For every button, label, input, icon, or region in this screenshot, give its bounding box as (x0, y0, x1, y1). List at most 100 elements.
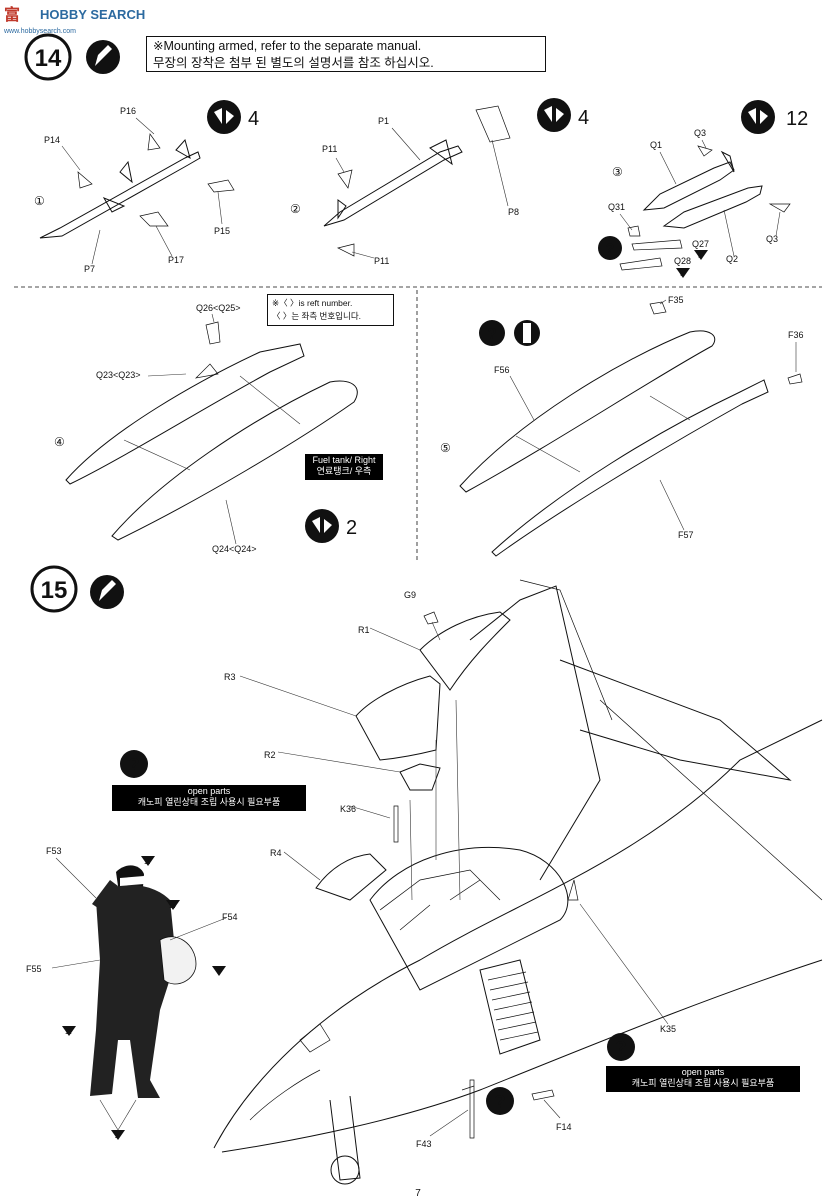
option-icon: ? (598, 236, 622, 260)
step14-number-badge: 14 (24, 33, 72, 81)
svg-text:15: 15 (41, 577, 68, 604)
open-parts-label-en: open parts (681, 1067, 725, 1077)
svg-text:P17: P17 (168, 255, 184, 265)
fuel-tank-label-en: Fuel tank/ Right (312, 455, 376, 465)
svg-text:Q3: Q3 (766, 234, 778, 244)
quantity-count: 2 (346, 517, 357, 539)
svg-text:P11: P11 (322, 144, 337, 154)
open-parts-label-kr: 캐노피 열린상태 조립 사용시 필요부품 (137, 797, 281, 807)
missile-assembly-2: ② P1 P11 P8 P11 (290, 105, 519, 266)
svg-text:P1: P1 (378, 116, 389, 126)
svg-text:?: ? (616, 1038, 627, 1058)
watermark-glyph: 富 (4, 5, 20, 24)
missile-assembly-1: ① P16 P14 P15 P7 P17 (34, 106, 235, 274)
step15-number-badge: 15 (30, 565, 78, 613)
svg-text:Q3: Q3 (694, 128, 706, 138)
fuel-tank-left-assembly: ⑤ F35 F36 F56 F57 (440, 295, 804, 557)
svg-text:Q28: Q28 (674, 256, 691, 266)
svg-text:R4: R4 (270, 848, 282, 858)
svg-text:14: 14 (169, 904, 176, 910)
svg-text:①: ① (34, 194, 45, 208)
svg-text:Q26<Q25>: Q26<Q25> (196, 303, 241, 313)
left-number-note-line1: ※〈 〉is reft number. (272, 298, 353, 308)
quantity-count: 4 (248, 108, 259, 130)
svg-text:Q2: Q2 (726, 254, 738, 264)
svg-text:F14: F14 (556, 1122, 572, 1132)
page-number: 7 (415, 1188, 421, 1199)
svg-text:P15: P15 (214, 226, 230, 236)
svg-text:?: ? (487, 326, 497, 343)
arming-note-en: ※Mounting armed, refer to the separate m… (153, 39, 422, 53)
svg-text:F53: F53 (46, 846, 62, 856)
option-icon: ? (479, 320, 505, 346)
svg-text:F36: F36 (788, 330, 804, 340)
one-side-icon (514, 320, 540, 346)
svg-text:⑤: ⑤ (440, 441, 451, 455)
svg-text:5: 5 (680, 271, 684, 278)
svg-text:?: ? (495, 1092, 506, 1112)
fuel-tank-label: Fuel tank/ Right 연료탱크/ 우측 (305, 454, 383, 480)
svg-text:14: 14 (35, 45, 62, 72)
glue-icon (86, 40, 120, 74)
pair-icon (207, 100, 241, 134)
svg-text:R1: R1 (358, 625, 370, 635)
pair-icon (741, 100, 775, 134)
open-parts-label-en: open parts (187, 786, 231, 796)
paint-badge: 5 5 (676, 250, 708, 278)
open-parts-label: open parts 캐노피 열린상태 조립 사용시 필요부품 (606, 1066, 800, 1092)
svg-text:F43: F43 (416, 1139, 432, 1149)
left-number-note-line2: 〈 〉는 좌측 번호입니다. (272, 311, 362, 321)
svg-text:Q31: Q31 (608, 202, 625, 212)
svg-text:P8: P8 (508, 207, 519, 217)
svg-text:5: 5 (698, 253, 702, 260)
quantity-count: 12 (786, 108, 808, 130)
option-icon: ? (486, 1087, 514, 1115)
svg-text:?: ? (129, 755, 140, 775)
watermark-url: www.hobbysearch.com (3, 28, 76, 35)
svg-text:P11: P11 (374, 256, 389, 266)
arming-note: ※Mounting armed, refer to the separate m… (146, 36, 546, 72)
svg-text:P16: P16 (120, 106, 136, 116)
svg-text:F54: F54 (222, 912, 238, 922)
step15-part-labels: G9 R1 R3 R2 K36 R4 F53 F54 F55 K35 F43 F… (26, 590, 676, 1149)
option-icon: ? (120, 750, 148, 778)
pair-icon (537, 98, 571, 132)
svg-text:Q1: Q1 (650, 140, 662, 150)
svg-text:11: 11 (144, 860, 151, 866)
svg-text:2: 2 (115, 1134, 119, 1140)
glue-icon (90, 575, 124, 609)
svg-text:R2: R2 (264, 750, 276, 760)
svg-text:④: ④ (54, 435, 65, 449)
canopy-parts (239, 611, 669, 1139)
fuel-tank-right-assembly: ④ Q26<Q25> Q23<Q23> Q24<Q24> (54, 303, 358, 554)
svg-text:③: ③ (612, 165, 623, 179)
svg-text:Q24<Q24>: Q24<Q24> (212, 544, 257, 554)
svg-text:Q27: Q27 (692, 239, 709, 249)
svg-text:F35: F35 (668, 295, 684, 305)
open-parts-label: open parts 캐노피 열린상태 조립 사용시 필요부품 (112, 785, 306, 811)
svg-text:K35: K35 (660, 1024, 676, 1034)
watermark-brand: HOBBY SEARCH (40, 7, 145, 22)
open-parts-label-kr: 캐노피 열린상태 조립 사용시 필요부품 (631, 1078, 775, 1088)
svg-text:12: 12 (65, 1030, 72, 1036)
svg-text:F57: F57 (678, 530, 694, 540)
svg-text:P7: P7 (84, 264, 95, 274)
fuel-tank-label-kr: 연료탱크/ 우측 (316, 466, 372, 476)
option-icon: ? (607, 1033, 635, 1061)
pilot-figure (90, 865, 197, 1098)
svg-text:F56: F56 (494, 365, 510, 375)
svg-text:?: ? (606, 240, 615, 256)
svg-text:②: ② (290, 202, 301, 216)
pair-icon (305, 509, 339, 543)
paint-badges: 11 14 1 12 2 (62, 856, 226, 1140)
svg-text:R3: R3 (224, 672, 236, 682)
quantity-count: 4 (578, 107, 589, 129)
aircraft-fuselage (213, 579, 823, 1185)
svg-text:K36: K36 (340, 804, 356, 814)
arming-note-kr: 무장의 장착은 첨부 된 별도의 설명서를 참조 하십시오. (153, 56, 434, 70)
svg-text:Q23<Q23>: Q23<Q23> (96, 370, 141, 380)
svg-text:P14: P14 (44, 135, 60, 145)
pod-assembly-3: ③ Q3 Q1 Q31 Q27 Q28 Q2 Q3 (608, 128, 791, 271)
svg-text:G9: G9 (404, 590, 416, 600)
